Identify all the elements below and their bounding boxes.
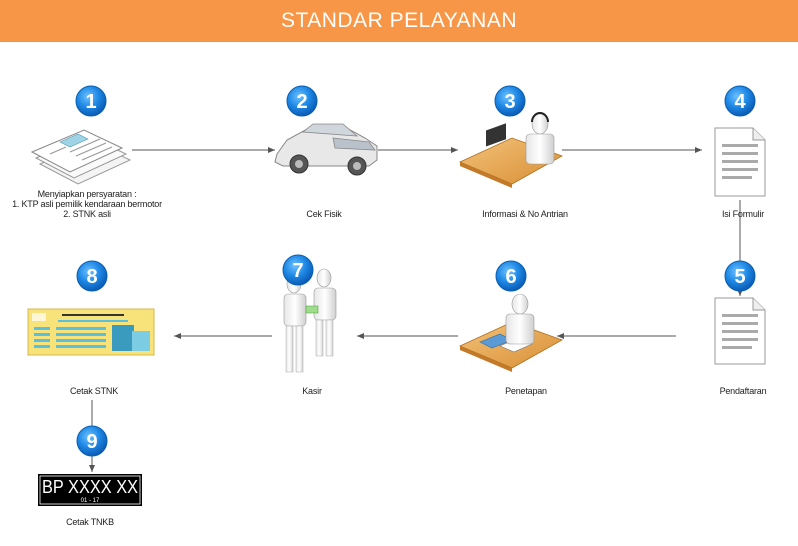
step-7-label: Kasir: [302, 386, 322, 396]
step-9-label: Cetak TNKB: [66, 517, 114, 527]
step-1-label-line: Menyiapkan persyaratan :: [37, 189, 137, 199]
page-title: STANDAR PELAYANAN: [280, 9, 518, 32]
header-banner: STANDAR PELAYANAN: [0, 0, 798, 42]
step-number: 6: [505, 266, 516, 288]
step-badge-7: 7: [282, 254, 314, 286]
step-badges: 1 2 3 4 5 6 7 8 9: [75, 85, 756, 457]
license-plate-icon: BP XXXX XX 01 - 17: [38, 474, 142, 506]
step-badge-4: 4: [724, 85, 756, 117]
step-5-label: Pendaftaran: [719, 386, 767, 396]
step-3-label: Informasi & No Antrian: [482, 209, 568, 219]
stnk-card-icon: [27, 308, 155, 356]
cashier-icon: [283, 268, 337, 373]
step-badge-9: 9: [76, 425, 108, 457]
step-badge-2: 2: [286, 85, 318, 117]
step-number: 2: [296, 91, 307, 113]
step-number: 8: [86, 266, 97, 288]
plate-number: BP XXXX XX: [42, 477, 138, 497]
documents-icon: [30, 129, 132, 185]
step-1-label: Menyiapkan persyaratan : 1. KTP asli pem…: [0, 189, 174, 219]
step-number: 3: [504, 91, 515, 113]
step-badge-8: 8: [76, 260, 108, 292]
car-icon: [274, 123, 378, 176]
info-desk-icon: [459, 112, 563, 188]
step-6-label: Penetapan: [505, 386, 547, 396]
step-badge-1: 1: [75, 85, 107, 117]
step-badge-5: 5: [724, 260, 756, 292]
step-2-label: Cek Fisik: [306, 209, 342, 219]
step-number: 7: [292, 260, 303, 282]
step-8-label: Cetak STNK: [69, 386, 118, 396]
registration-form-icon: [714, 297, 766, 365]
step-1-label-line: 2. STNK asli: [63, 209, 111, 219]
assessment-desk-icon: [459, 293, 563, 372]
step-4-label: Isi Formulir: [721, 209, 765, 219]
flow-arrows: [89, 147, 743, 472]
step-1-label-line: 1. KTP asli pemilik kendaraan bermotor: [12, 199, 162, 209]
step-badge-3: 3: [494, 85, 526, 117]
step-number: 4: [734, 91, 746, 113]
step-badge-6: 6: [495, 260, 527, 292]
form-icon: [714, 127, 766, 197]
step-number: 5: [734, 266, 745, 288]
step-number: 1: [85, 91, 96, 113]
plate-date: 01 - 17: [81, 498, 100, 504]
step-number: 9: [86, 431, 97, 453]
